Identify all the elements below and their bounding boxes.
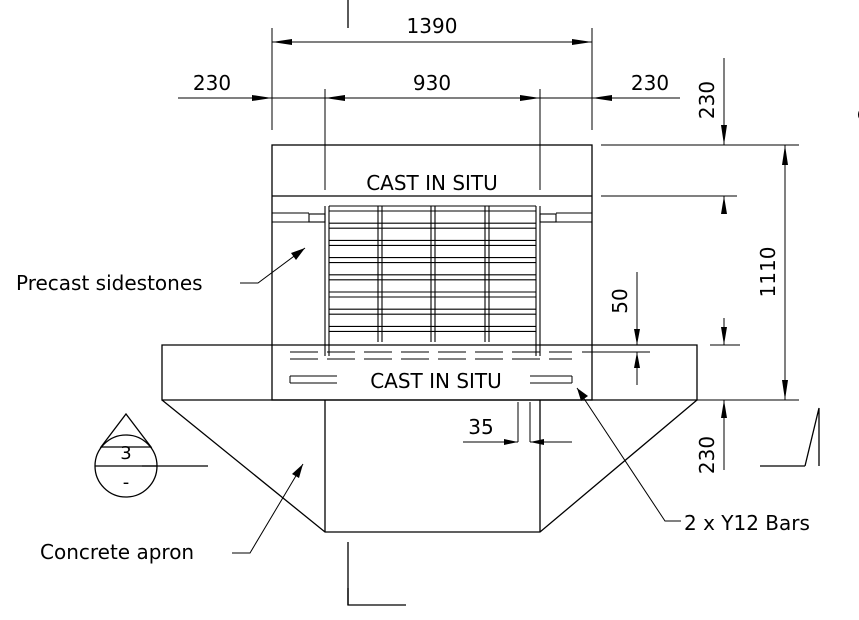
concrete-outline xyxy=(161,144,698,533)
labels: CAST IN SITU CAST IN SITU Precast sidest… xyxy=(16,110,859,564)
dim-230-right: 230 xyxy=(631,71,669,95)
y12-bars xyxy=(289,351,573,384)
dim-230-top: 230 xyxy=(695,81,719,119)
concrete-apron-outline xyxy=(161,399,698,533)
dim-1390: 1390 xyxy=(407,14,458,38)
y12-bars-label: 2 x Y12 Bars xyxy=(684,511,810,535)
dim-230-bottom: 230 xyxy=(695,436,719,474)
cast-in-situ-top-label: CAST IN SITU xyxy=(366,171,498,195)
dim-50: 50 xyxy=(608,288,632,313)
dim-230-left: 230 xyxy=(193,71,231,95)
concrete-apron-label: Concrete apron xyxy=(40,540,194,564)
edge-glyph: S xyxy=(854,110,859,120)
section-sheet: - xyxy=(123,472,130,493)
dim-35: 35 xyxy=(468,415,493,439)
left-lug xyxy=(308,213,326,223)
cast-in-situ-bottom-label: CAST IN SITU xyxy=(370,369,502,393)
right-lug xyxy=(539,213,557,223)
dim-930: 930 xyxy=(413,71,451,95)
grating xyxy=(272,205,592,356)
precast-sidestones-label: Precast sidestones xyxy=(16,271,203,295)
vertical-dimensions: 230 1110 50 230 xyxy=(582,58,799,474)
horizontal-dimensions: 1390 230 930 230 35 xyxy=(178,14,680,445)
dim-1110: 1110 xyxy=(756,247,780,298)
section-number: 3 xyxy=(120,443,131,464)
section-marker: 3 - xyxy=(94,412,158,498)
